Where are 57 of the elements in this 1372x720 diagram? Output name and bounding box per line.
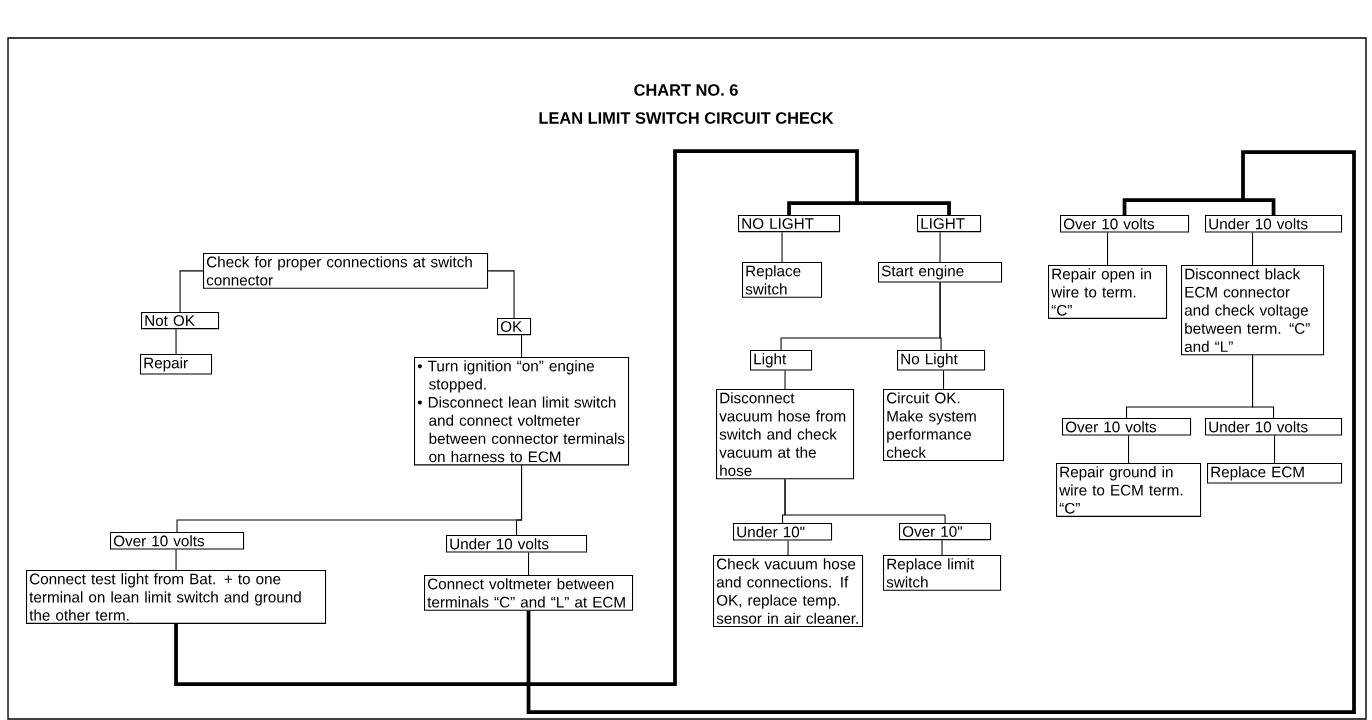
flowchart-box: Replace switch (742, 262, 823, 298)
connector-line (939, 282, 942, 351)
flowchart-box: • Turn ignition “on” engine stopped. • Disconnect lean limit switch and connect voltmeter between connector terminals on harness to ECM (414, 357, 630, 466)
connector-line (939, 231, 941, 263)
connector-line (943, 370, 945, 390)
connector-line (787, 540, 789, 556)
connector-line (784, 478, 946, 524)
connector-line (1252, 232, 1254, 266)
flowchart-box: No Light (897, 350, 986, 371)
flowchart-box: NO LIGHT (738, 215, 841, 233)
flowchart-box: Not OK (141, 312, 220, 330)
flowchart-box: Connect voltmeter between terminals “C” and “L” at ECM (424, 575, 634, 611)
flowchart-box: Under 10 volts (1205, 418, 1343, 436)
chart-subtitle: LEAN LIMIT SWITCH CIRCUIT CHECK (539, 112, 834, 124)
flowchart-box: Replace limit switch (883, 555, 1002, 591)
connector-line (781, 231, 783, 263)
connector-line (487, 270, 515, 319)
flowchart-box: Circuit OK. Make system performance check (883, 389, 1005, 462)
flowchart-box: Under 10 volts (1205, 215, 1343, 233)
flowchart-box: Repair open in wire to term. “C” (1048, 265, 1168, 319)
flowchart-box: Under 10" (733, 523, 833, 541)
flowchart-box: Check for proper connections at switch connector (203, 253, 489, 289)
connector-line (1122, 198, 1243, 215)
connector-line (174, 149, 859, 686)
connector-line (1128, 435, 1130, 464)
connector-line (784, 370, 786, 390)
connector-line (528, 552, 530, 576)
flowchart-box: Under 10 volts (446, 535, 588, 553)
flowchart-box: Disconnect black ECM connector and check voltage between term. “C” and “L” (1181, 265, 1325, 356)
connector-line (179, 270, 204, 313)
flowchart-box: Over 10 volts (1062, 418, 1192, 436)
flowchart-box: LIGHT (917, 215, 982, 233)
connector-line (1243, 198, 1276, 215)
flowchart-box: Replace ECM (1207, 463, 1343, 484)
connector-line (516, 464, 523, 536)
connector-line (1107, 232, 1109, 266)
flowchart-box: Over 10 volts (110, 532, 245, 550)
flowchart-box: Over 10 volts (1060, 215, 1190, 233)
flowchart-box: Repair ground in wire to ECM term. “C” (1056, 463, 1202, 517)
connector-line (787, 201, 857, 215)
connector-line (941, 539, 943, 556)
flowchart-box: Connect test light from Bat. + to one terminal on lean limit switch and ground the other term. (26, 570, 327, 624)
connector-line (1252, 354, 1275, 419)
flowchart-box: Repair (140, 354, 213, 375)
connector-line (175, 549, 177, 571)
flowchart-box: Disconnect vacuum hose from switch and check vacuum at the hose (716, 389, 855, 480)
connector-line (175, 328, 177, 355)
connector-line (521, 334, 523, 358)
connector-line (1274, 435, 1276, 464)
flowchart-box: Start engine (878, 262, 1003, 283)
flowchart-box: Check vacuum hose and connections. If OK, replace temp. sensor in air cleaner. (713, 555, 864, 628)
flowchart-box: Over 10" (899, 523, 992, 541)
flowchart-box: Light (750, 350, 813, 371)
connector-line (526, 150, 1356, 714)
chart-title: CHART NO. 6 (634, 84, 738, 96)
flowchart-box: OK (497, 318, 532, 336)
connector-line (857, 201, 951, 215)
